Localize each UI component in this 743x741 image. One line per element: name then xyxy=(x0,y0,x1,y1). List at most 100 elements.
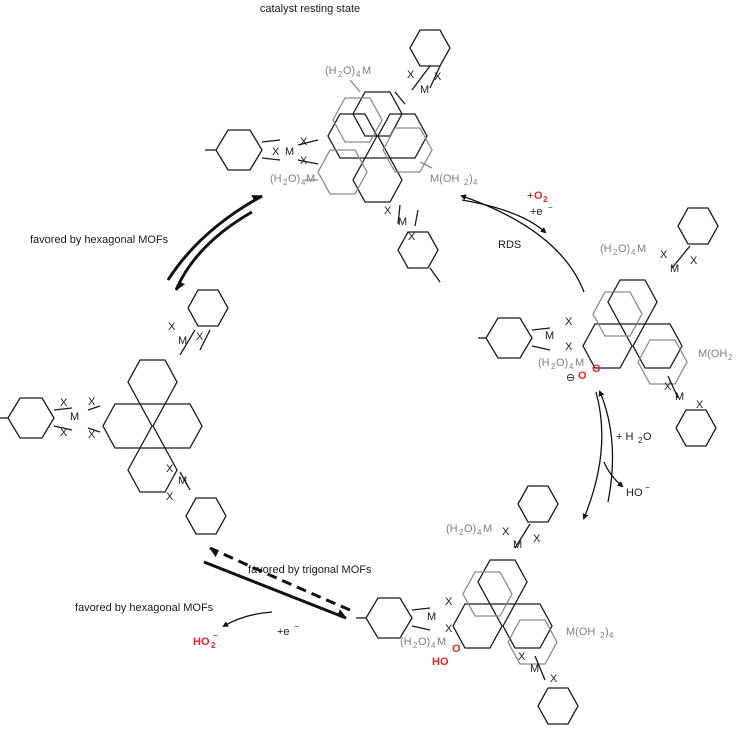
top-structure xyxy=(205,29,451,283)
svg-text:X: X xyxy=(384,205,392,217)
svg-text:X: X xyxy=(407,69,415,81)
svg-text:X: X xyxy=(88,396,96,408)
svg-text:M: M xyxy=(285,146,294,158)
svg-text:M: M xyxy=(670,263,679,275)
svg-text:X: X xyxy=(533,533,541,545)
svg-text:(H: (H xyxy=(538,357,550,369)
svg-text:2: 2 xyxy=(338,70,343,79)
o2-label: O xyxy=(534,190,543,202)
svg-text:M: M xyxy=(437,636,446,648)
arrow-left-to-top xyxy=(166,194,263,281)
svg-text:X: X xyxy=(196,331,204,343)
svg-text:X: X xyxy=(696,399,704,411)
svg-text:O: O xyxy=(578,370,587,382)
svg-text:M: M xyxy=(545,330,554,342)
svg-text:−: − xyxy=(645,483,650,492)
svg-text:2: 2 xyxy=(459,528,464,537)
svg-text:M: M xyxy=(530,663,539,675)
svg-text:−: − xyxy=(294,622,299,631)
svg-text:X: X xyxy=(168,321,176,333)
svg-text:): ) xyxy=(605,626,609,638)
svg-text:M: M xyxy=(306,173,315,185)
svg-text:M: M xyxy=(513,539,522,551)
svg-text:X: X xyxy=(660,249,668,261)
left-structure xyxy=(0,289,229,535)
svg-text:X: X xyxy=(502,526,510,538)
arrow-bottom-to-left-dashed xyxy=(209,546,351,612)
svg-text:4: 4 xyxy=(473,178,478,187)
svg-text:X: X xyxy=(445,623,453,635)
svg-text:−: − xyxy=(548,203,553,212)
svg-text:X: X xyxy=(445,596,453,608)
svg-text:O: O xyxy=(452,643,461,655)
svg-text:O): O) xyxy=(418,636,430,648)
svg-text:X: X xyxy=(166,491,174,503)
svg-text:M: M xyxy=(427,611,436,623)
svg-text:2: 2 xyxy=(413,641,418,650)
ho-minus-label: HO xyxy=(626,487,643,499)
svg-text:X: X xyxy=(60,427,68,439)
rds-label: RDS xyxy=(498,239,521,251)
arrow-left-to-bottom-solid xyxy=(203,560,347,620)
svg-text:M(OH: M(OH xyxy=(698,348,727,360)
svg-text:X: X xyxy=(434,71,442,83)
arrow-ho2-release xyxy=(222,611,273,628)
arrow-top-to-right xyxy=(461,199,547,234)
svg-text:M(OH: M(OH xyxy=(566,626,595,638)
svg-text:4: 4 xyxy=(356,70,361,79)
svg-text:M: M xyxy=(70,411,79,423)
svg-text:2: 2 xyxy=(728,353,733,362)
svg-text:4: 4 xyxy=(631,248,636,257)
plus-e-top: +e xyxy=(530,206,543,218)
svg-text:2: 2 xyxy=(283,178,288,187)
svg-text:2: 2 xyxy=(600,631,605,640)
arrow-right-to-top xyxy=(460,194,585,293)
arrow-right-to-bottom xyxy=(582,391,603,520)
svg-text:4: 4 xyxy=(477,528,482,537)
svg-text:4: 4 xyxy=(609,631,614,640)
svg-text:X: X xyxy=(518,651,526,663)
svg-text:HO: HO xyxy=(432,656,449,668)
svg-text:M: M xyxy=(178,475,187,487)
svg-text:X: X xyxy=(88,429,96,441)
svg-text:2: 2 xyxy=(613,248,618,257)
svg-text:M(OH: M(OH xyxy=(430,173,459,185)
svg-text:(H: (H xyxy=(400,636,412,648)
svg-text:M: M xyxy=(178,335,187,347)
svg-text:M: M xyxy=(483,523,492,535)
svg-text:O): O) xyxy=(618,243,630,255)
svg-text:X: X xyxy=(166,463,174,475)
bottom-structure xyxy=(356,485,579,725)
plus-e-bottom: +e xyxy=(277,626,290,638)
h2o-subscript: 2 xyxy=(638,436,643,445)
ho2-minus-label: HO xyxy=(193,636,210,648)
hex-bottom-label: favored by hexagonal MOFs xyxy=(75,602,214,614)
svg-text:4: 4 xyxy=(431,641,436,650)
plus-h2o-label: + H xyxy=(616,431,633,443)
svg-text:): ) xyxy=(469,173,473,185)
svg-text:X: X xyxy=(550,673,558,685)
h2o-o: O xyxy=(643,431,652,443)
right-structure xyxy=(478,207,719,447)
svg-text:O): O) xyxy=(343,65,355,77)
arrow-top-to-left xyxy=(174,210,253,291)
arrow-bottom-to-right xyxy=(598,390,614,503)
svg-text:2: 2 xyxy=(551,362,556,371)
hex-top-label: favored by hexagonal MOFs xyxy=(30,234,169,246)
svg-text:(H: (H xyxy=(446,523,458,535)
svg-text:O): O) xyxy=(288,173,300,185)
svg-text:(H: (H xyxy=(325,65,337,77)
ho2-subscript: 2 xyxy=(211,641,216,650)
svg-text:X: X xyxy=(272,146,280,158)
svg-text:2: 2 xyxy=(464,178,469,187)
svg-text:M: M xyxy=(420,84,429,96)
trigonal-label: favored by trigonal MOFs xyxy=(248,564,372,576)
svg-text:4: 4 xyxy=(301,178,306,187)
svg-text:O): O) xyxy=(556,357,568,369)
svg-text:X: X xyxy=(664,381,672,393)
svg-text:M: M xyxy=(575,357,584,369)
resting-state-label: catalyst resting state xyxy=(260,3,360,15)
svg-text:M: M xyxy=(362,65,371,77)
svg-text:X: X xyxy=(565,341,573,353)
